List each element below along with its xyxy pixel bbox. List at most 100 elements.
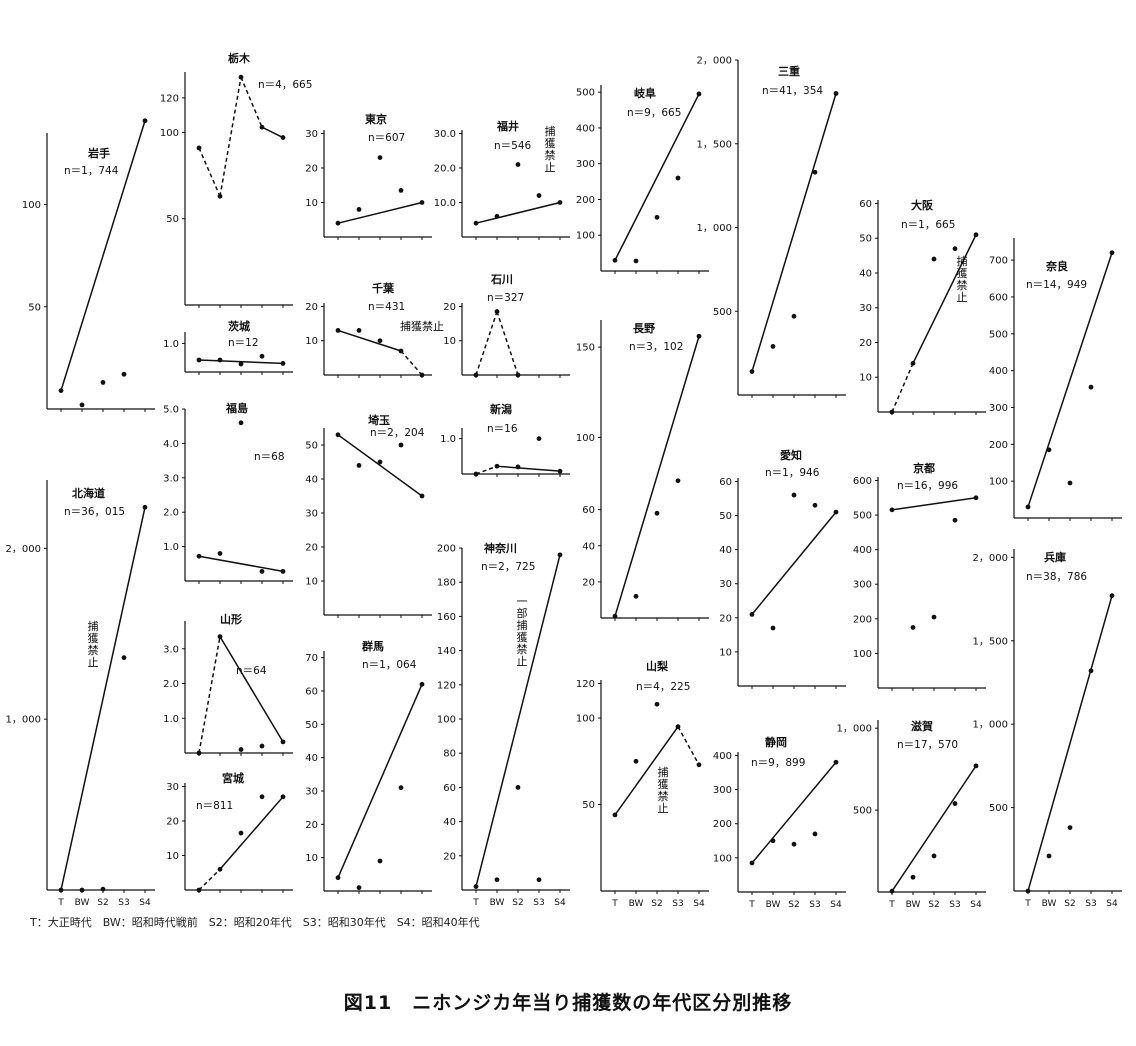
y-tick-label: 140 bbox=[437, 646, 456, 657]
y-tick-label: 1.0 bbox=[163, 714, 179, 725]
y-tick-label: 2，000 bbox=[6, 544, 41, 555]
x-tick-label: S2 bbox=[788, 900, 799, 910]
chart-title: 岐阜 bbox=[634, 86, 656, 100]
chart-title: 茨城 bbox=[228, 319, 250, 333]
sample-size-label: n＝1，744 bbox=[64, 165, 119, 177]
sample-size-label: n＝4，665 bbox=[258, 79, 312, 91]
y-tick-label: 400 bbox=[576, 123, 595, 134]
series-segment bbox=[337, 684, 423, 878]
data-point bbox=[259, 568, 265, 574]
x-tick-label: S3 bbox=[672, 899, 683, 909]
y-tick-label: 20 bbox=[166, 816, 179, 827]
data-point bbox=[377, 338, 383, 344]
y-tick-label: 100 bbox=[576, 231, 595, 242]
y-tick-label: 200 bbox=[576, 195, 595, 206]
series-segment bbox=[751, 93, 837, 372]
y-tick-label: 10 bbox=[166, 851, 179, 862]
series-segment bbox=[219, 636, 284, 743]
data-point bbox=[121, 655, 127, 661]
x-tick-label: S4 bbox=[554, 898, 566, 908]
data-point bbox=[356, 206, 362, 212]
series-segment bbox=[400, 350, 423, 376]
data-point bbox=[654, 214, 660, 220]
x-tick-label: BW bbox=[906, 900, 921, 910]
chart-title: 福井 bbox=[496, 119, 519, 133]
series-segment bbox=[219, 77, 242, 197]
chart-title: 山形 bbox=[220, 612, 242, 626]
data-point bbox=[356, 328, 362, 333]
y-tick-label: 10 bbox=[859, 373, 872, 384]
note-char: 禁 bbox=[658, 790, 669, 803]
note-label: 捕獲禁止 bbox=[400, 319, 444, 333]
y-tick-label: 5.0 bbox=[163, 405, 179, 416]
y-tick-label: 400 bbox=[713, 751, 732, 762]
data-point bbox=[377, 155, 383, 161]
y-tick-label: 700 bbox=[989, 256, 1008, 267]
data-point bbox=[58, 388, 64, 393]
series-segment bbox=[198, 636, 221, 754]
data-point bbox=[356, 463, 362, 468]
data-point bbox=[973, 495, 979, 501]
chart-title: 群馬 bbox=[361, 639, 384, 653]
y-tick-label: 50 bbox=[305, 441, 318, 452]
data-point bbox=[675, 175, 681, 181]
data-point bbox=[612, 613, 618, 619]
data-point bbox=[952, 246, 958, 252]
data-point bbox=[633, 258, 639, 264]
y-tick-label: 60 bbox=[443, 783, 456, 794]
y-tick-label: 2.0 bbox=[163, 508, 179, 519]
x-tick-label: T bbox=[748, 900, 755, 910]
x-tick-label: BW bbox=[1042, 899, 1057, 909]
data-point bbox=[419, 493, 425, 499]
data-point bbox=[142, 118, 148, 124]
data-point bbox=[259, 743, 265, 749]
y-tick-label: 200 bbox=[713, 819, 732, 830]
legend-text: T：大正時代 BW：昭和時代戦前 S2：昭和20年代 S3：昭和30年代 S4：… bbox=[30, 916, 480, 929]
y-tick-label: 600 bbox=[853, 476, 872, 487]
data-point bbox=[612, 812, 618, 818]
data-point bbox=[952, 517, 958, 523]
y-tick-label: 20 bbox=[859, 338, 872, 349]
data-point bbox=[770, 625, 776, 631]
note-char: 止 bbox=[658, 802, 669, 815]
data-point bbox=[473, 220, 479, 226]
series-segment bbox=[198, 555, 284, 573]
series-segment bbox=[677, 726, 700, 766]
series-segment bbox=[891, 765, 977, 892]
data-point bbox=[536, 877, 542, 883]
data-point bbox=[770, 838, 776, 844]
series-segment bbox=[751, 761, 837, 864]
y-tick-label: 40 bbox=[582, 541, 595, 552]
data-point bbox=[196, 750, 202, 756]
data-point bbox=[335, 875, 341, 881]
series-segment bbox=[891, 497, 977, 511]
data-point bbox=[770, 344, 776, 349]
y-tick-label: 100 bbox=[437, 715, 456, 726]
y-tick-label: 500 bbox=[853, 806, 872, 817]
data-point bbox=[833, 759, 839, 765]
data-point bbox=[654, 701, 660, 707]
data-point bbox=[812, 169, 818, 175]
data-point bbox=[536, 193, 542, 198]
y-tick-label: 60 bbox=[305, 687, 318, 698]
sample-size-label: n＝16，996 bbox=[897, 480, 958, 492]
data-point bbox=[833, 509, 839, 515]
data-point bbox=[515, 785, 521, 790]
series-segment bbox=[614, 93, 700, 261]
data-point bbox=[515, 464, 521, 470]
data-point bbox=[889, 409, 895, 415]
data-point bbox=[419, 681, 425, 687]
sample-size-label: n＝9，665 bbox=[627, 107, 681, 119]
y-tick-label: 10 bbox=[305, 198, 318, 209]
sample-size-label: n＝1，665 bbox=[901, 219, 955, 231]
y-tick-label: 50 bbox=[582, 800, 595, 811]
chart-title: 宮城 bbox=[222, 771, 244, 785]
data-point bbox=[398, 442, 404, 448]
x-tick-label: S3 bbox=[809, 900, 820, 910]
sample-size-label: n＝1，946 bbox=[765, 467, 820, 479]
